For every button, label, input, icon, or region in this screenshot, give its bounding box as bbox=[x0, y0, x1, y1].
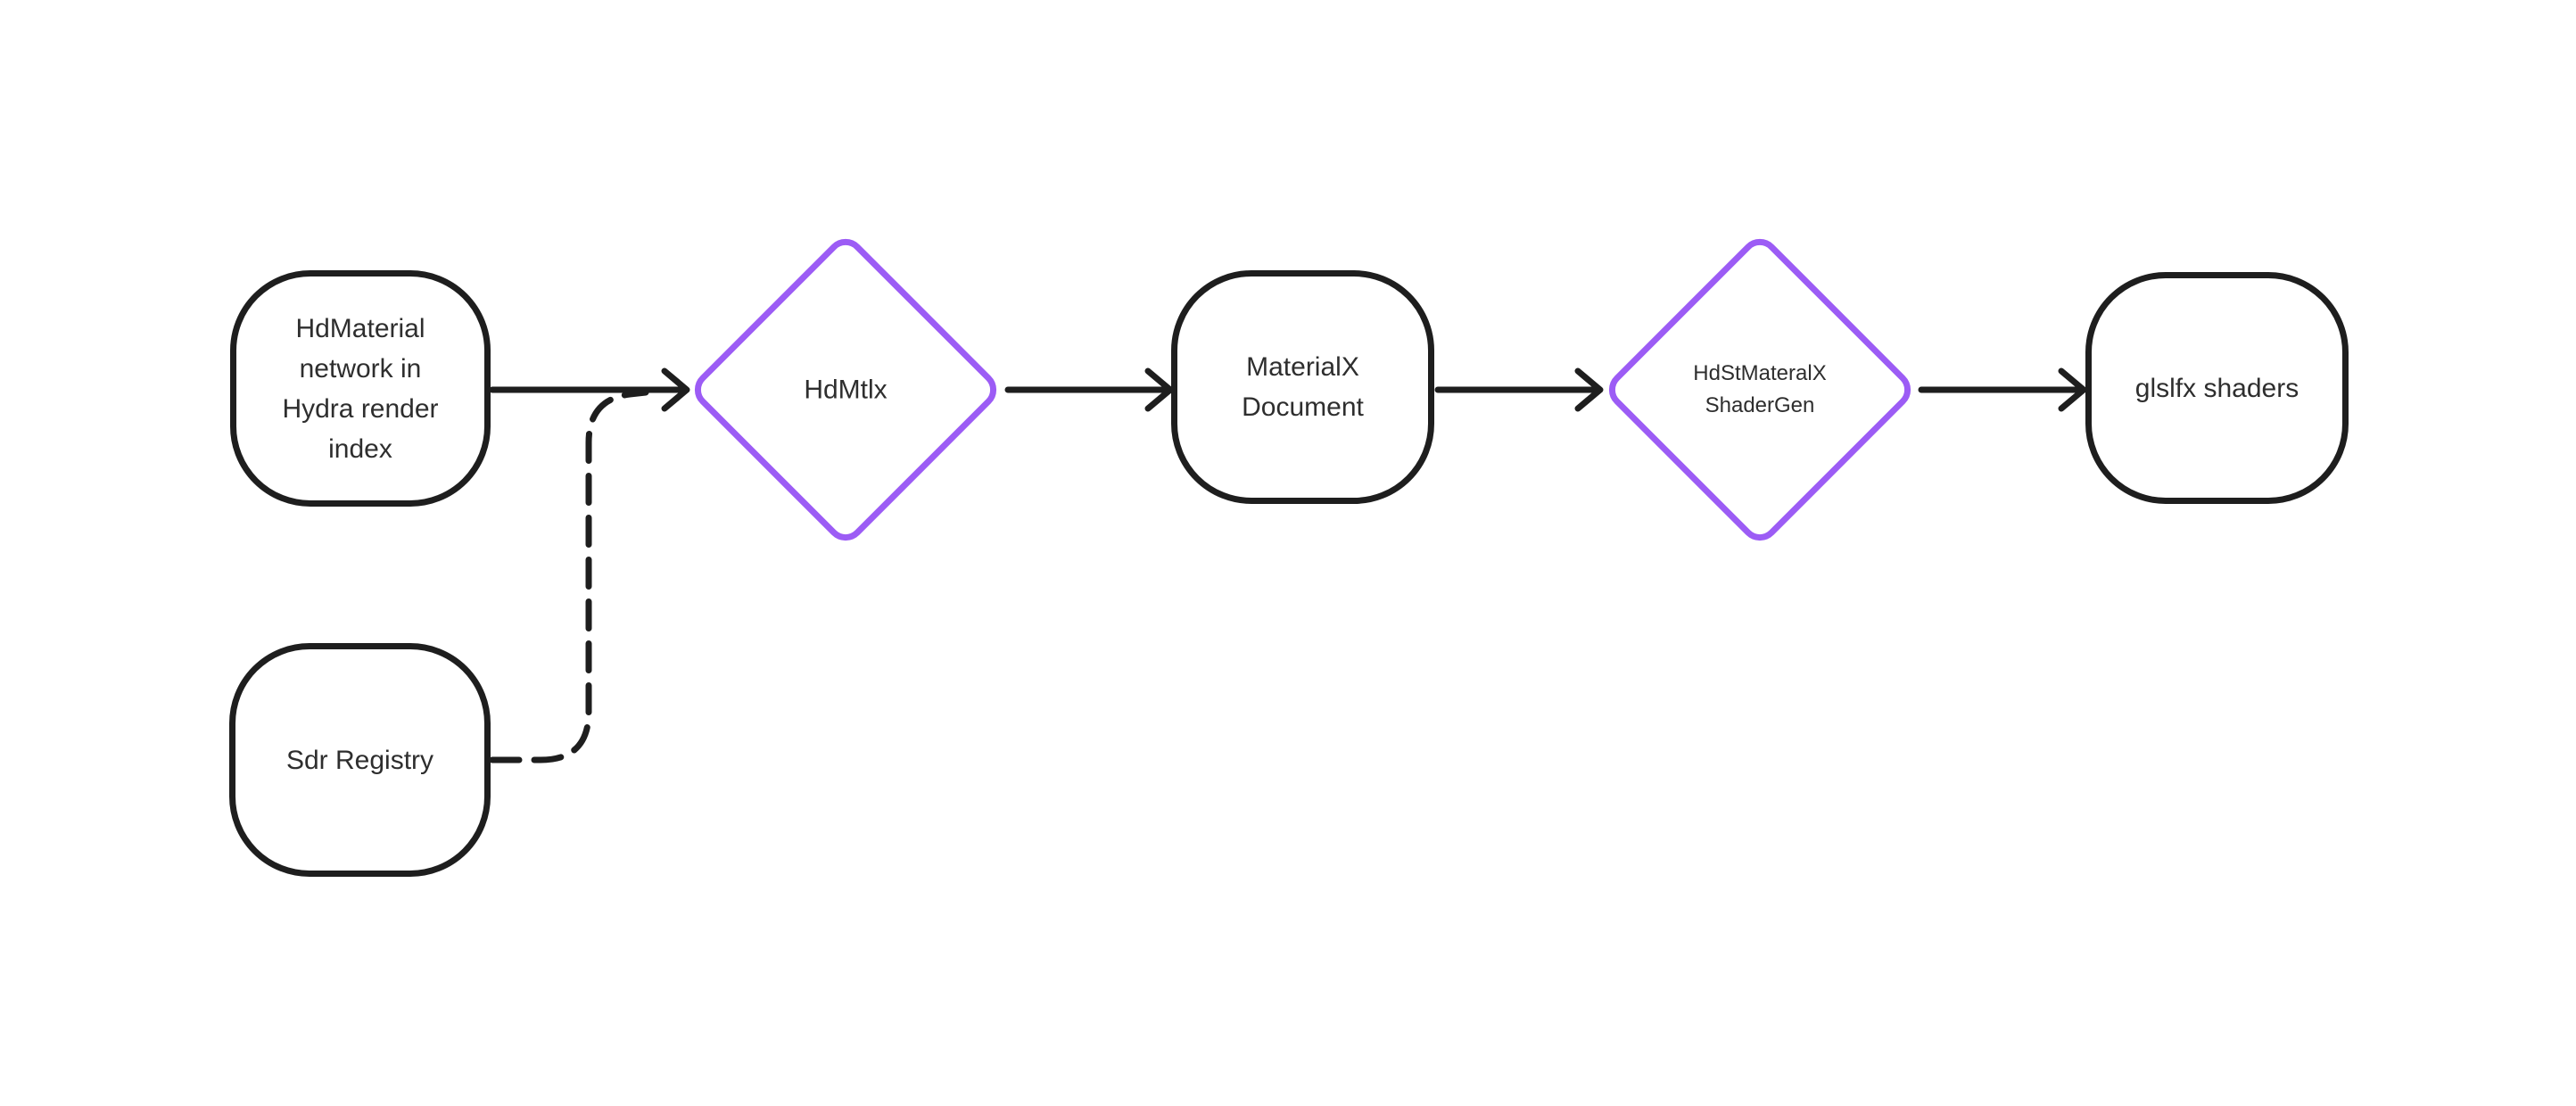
node-hd-material-network: HdMaterial network in Hydra render index bbox=[230, 270, 491, 507]
node-glslfx-shaders-label: glslfx shaders bbox=[2134, 373, 2299, 403]
node-sdr-registry: Sdr Registry bbox=[229, 643, 491, 877]
node-hd-material-network-label: HdMaterial network in Hydra render index bbox=[282, 313, 439, 464]
node-sdr-registry-label: Sdr Registry bbox=[285, 745, 434, 775]
dashed-connector-sdr-registry-to-hdmtlx bbox=[489, 389, 649, 763]
node-hdmtlx-label: HdMtlx bbox=[804, 375, 888, 405]
arrow-hdmtlx-to-materialx-document bbox=[1004, 367, 1174, 412]
node-materialx-document-label: MaterialX Document bbox=[1242, 352, 1364, 422]
node-materialx-document: MaterialX Document bbox=[1171, 270, 1434, 504]
arrow-hdmaterial-to-hdmtlx bbox=[489, 367, 690, 412]
node-hdstmateralx-shadergen-label: HdStMateralX ShaderGen bbox=[1693, 361, 1827, 417]
arrow-materialx-document-to-shadergen bbox=[1434, 367, 1604, 412]
arrow-shadergen-to-glslfx-shaders bbox=[1918, 367, 2087, 412]
node-glslfx-shaders: glslfx shaders bbox=[2085, 272, 2349, 504]
